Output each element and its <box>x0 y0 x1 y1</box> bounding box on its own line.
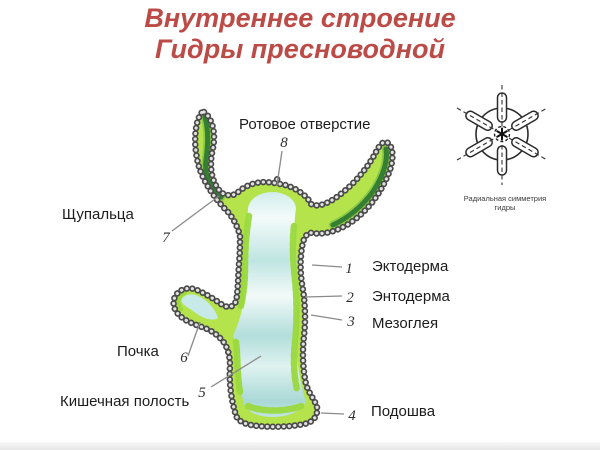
ectoderm-outline <box>170 108 396 430</box>
bottom-strip <box>0 442 600 450</box>
label-entoderm: Энтодерма <box>372 288 450 305</box>
part-numbers: 1 2 3 4 5 6 7 8 <box>162 135 356 424</box>
number-2: 2 <box>346 290 354 306</box>
label-gut-cavity: Кишечная полость <box>60 393 190 410</box>
number-5: 5 <box>198 385 206 401</box>
bud-cavity <box>181 294 218 320</box>
label-ectoderm: Эктодерма <box>372 258 449 275</box>
caption-line2: гидры <box>494 203 516 212</box>
tentacle-interiors <box>200 112 391 230</box>
number-7: 7 <box>162 230 171 246</box>
slide-title: Внутреннее строение Гидры пресноводной <box>0 3 600 65</box>
gastral-cavity <box>233 192 306 417</box>
label-bud: Почка <box>117 343 159 360</box>
radial-symmetry-icon <box>456 85 548 185</box>
label-mesoglea: Мезоглея <box>372 315 439 332</box>
hydra-diagram: 1 2 3 4 5 6 7 8 <box>162 108 396 430</box>
number-4: 4 <box>348 408 356 424</box>
radial-symmetry-body <box>456 85 548 185</box>
number-8: 8 <box>280 135 288 151</box>
number-3: 3 <box>346 314 355 330</box>
leader-lines <box>171 150 345 415</box>
entoderm-lining <box>175 212 305 414</box>
title-line2: Гидры пресноводной <box>154 34 446 64</box>
title-line1: Внутреннее строение <box>144 3 456 33</box>
label-sole: Подошва <box>371 403 436 420</box>
number-1: 1 <box>345 261 353 277</box>
radial-symmetry-caption: Радиальная симметрия гидры <box>440 194 570 212</box>
label-tentacles: Щупальца <box>62 206 134 223</box>
caption-line1: Радиальная симметрия <box>463 194 547 203</box>
number-6: 6 <box>180 350 188 366</box>
label-mouth-opening: Ротовое отверстие <box>239 116 371 133</box>
